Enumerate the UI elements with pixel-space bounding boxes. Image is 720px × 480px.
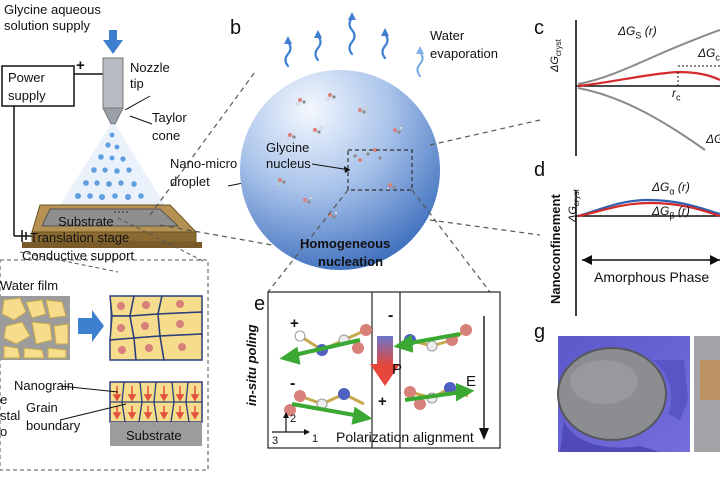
supply-arrow-shaft <box>109 30 117 42</box>
substrate-plate <box>41 208 180 227</box>
substrate-bottom <box>110 422 202 446</box>
taylor-label-line2: cone <box>152 128 181 143</box>
water-evaporation-line2: evaporation <box>430 46 498 61</box>
nozzle <box>102 57 124 109</box>
supply-arrow-head <box>103 40 123 54</box>
grain-boundary-line1: Grain <box>26 400 58 415</box>
substrate-label: Substrate <box>58 214 114 229</box>
taylor-label-line1: Taylor <box>152 110 187 125</box>
molecule-atoms <box>284 324 472 416</box>
evaporation-waves <box>284 16 424 78</box>
panel-c-graphics <box>575 20 720 156</box>
droplet-sphere <box>240 70 440 270</box>
nanograin-label: Nanograin <box>14 378 74 393</box>
panel-d-letter: d <box>534 159 546 181</box>
panel-g-letter: g <box>534 321 546 343</box>
translation-stage-label: Translation stage <box>30 230 130 245</box>
panel-a-graphics <box>0 30 301 471</box>
curve-total <box>577 70 720 88</box>
curve-s-label: ΔGS (r) <box>618 24 657 41</box>
power-supply-box <box>1 65 75 107</box>
droplet-label-line1: Nano-micro <box>170 156 238 171</box>
amorphous-phase-label: Amorphous Phase <box>594 269 710 285</box>
polarization-caption: Polarization alignment <box>336 429 474 445</box>
nucleus-zoom-box <box>347 149 413 191</box>
droplet-label-line2: droplet <box>170 174 210 189</box>
glycine-nucleus-line2: nucleus <box>266 156 311 171</box>
panel-d-graphics <box>575 190 720 316</box>
glycine-nucleus-line1: Glycine <box>266 140 310 155</box>
cut-text-e: e <box>0 392 8 407</box>
panel-d-yaxis: ΔGcryst <box>567 189 582 222</box>
curve-surface <box>577 29 720 85</box>
nanoconfinement-label: Nanoconfinement <box>548 194 563 304</box>
plus-top-label: + <box>290 315 299 332</box>
grain-nuclei <box>117 300 186 354</box>
panel-b-graphics <box>240 12 541 293</box>
substrate-bottom-label: Substrate <box>126 428 182 443</box>
axis-1-label: 1 <box>312 433 319 445</box>
curve-beta <box>577 201 720 218</box>
curve-alpha-label: ΔGα (r) <box>652 180 690 197</box>
curve-beta-label: ΔGβ (r) <box>652 204 690 221</box>
power-label-line1: Power <box>8 70 45 85</box>
minus-top-label: - <box>388 307 394 324</box>
p-arrow-head <box>370 364 400 386</box>
cut-text-o: o <box>0 424 8 439</box>
curve-c-label: ΔGc <box>698 46 720 63</box>
supply-label-line1: Glycine aqueous <box>4 2 101 17</box>
process-arrow <box>78 310 104 342</box>
in-situ-poling-label: in-situ poling <box>244 324 259 406</box>
spray-droplets <box>75 132 144 200</box>
curve-alpha <box>577 198 720 218</box>
plus-bottom-label: + <box>378 393 387 410</box>
nozzle-label-line1: Nozzle <box>130 60 170 75</box>
cut-text-stal: stal <box>0 408 21 423</box>
supply-label-line2: solution supply <box>4 18 90 33</box>
water-evaporation-line1: Water <box>430 28 465 43</box>
grain-boundary-line2: boundary <box>26 418 81 433</box>
glycine-molecules <box>276 93 403 219</box>
dipole-arrows <box>279 332 475 425</box>
curve-volume <box>577 87 706 151</box>
minus-bottom-label: - <box>290 375 296 392</box>
panel-b-letter: b <box>230 17 242 39</box>
plus-sign: + <box>76 57 85 74</box>
rc-label: rc <box>672 86 681 103</box>
water-film-label: Water film <box>0 278 59 293</box>
power-label-line2: supply <box>8 88 46 103</box>
panel-e-graphics <box>267 291 501 449</box>
lower-panel-box <box>0 259 209 471</box>
e-label: E <box>466 373 477 390</box>
homogeneous-line2: nucleation <box>318 254 384 269</box>
zoom-line-top <box>149 71 256 216</box>
p-label: P <box>392 361 403 378</box>
panel-g-graphics <box>557 336 720 452</box>
conductive-support-label: Conductive support <box>22 248 135 263</box>
nozzle-label-line2: tip <box>130 76 144 91</box>
curve-lower-label: ΔG <box>706 132 720 146</box>
axis-2-label: 2 <box>290 413 297 425</box>
panel-c-letter: c <box>534 17 544 39</box>
p-arrow-shaft <box>377 336 393 366</box>
panel-c-yaxis: ΔGcryst <box>549 39 564 72</box>
panel-e-letter: e <box>254 293 266 315</box>
homogeneous-line1: Homogeneous <box>300 236 391 251</box>
axis-3-label: 3 <box>272 435 279 447</box>
water-film-grains <box>1 297 69 359</box>
